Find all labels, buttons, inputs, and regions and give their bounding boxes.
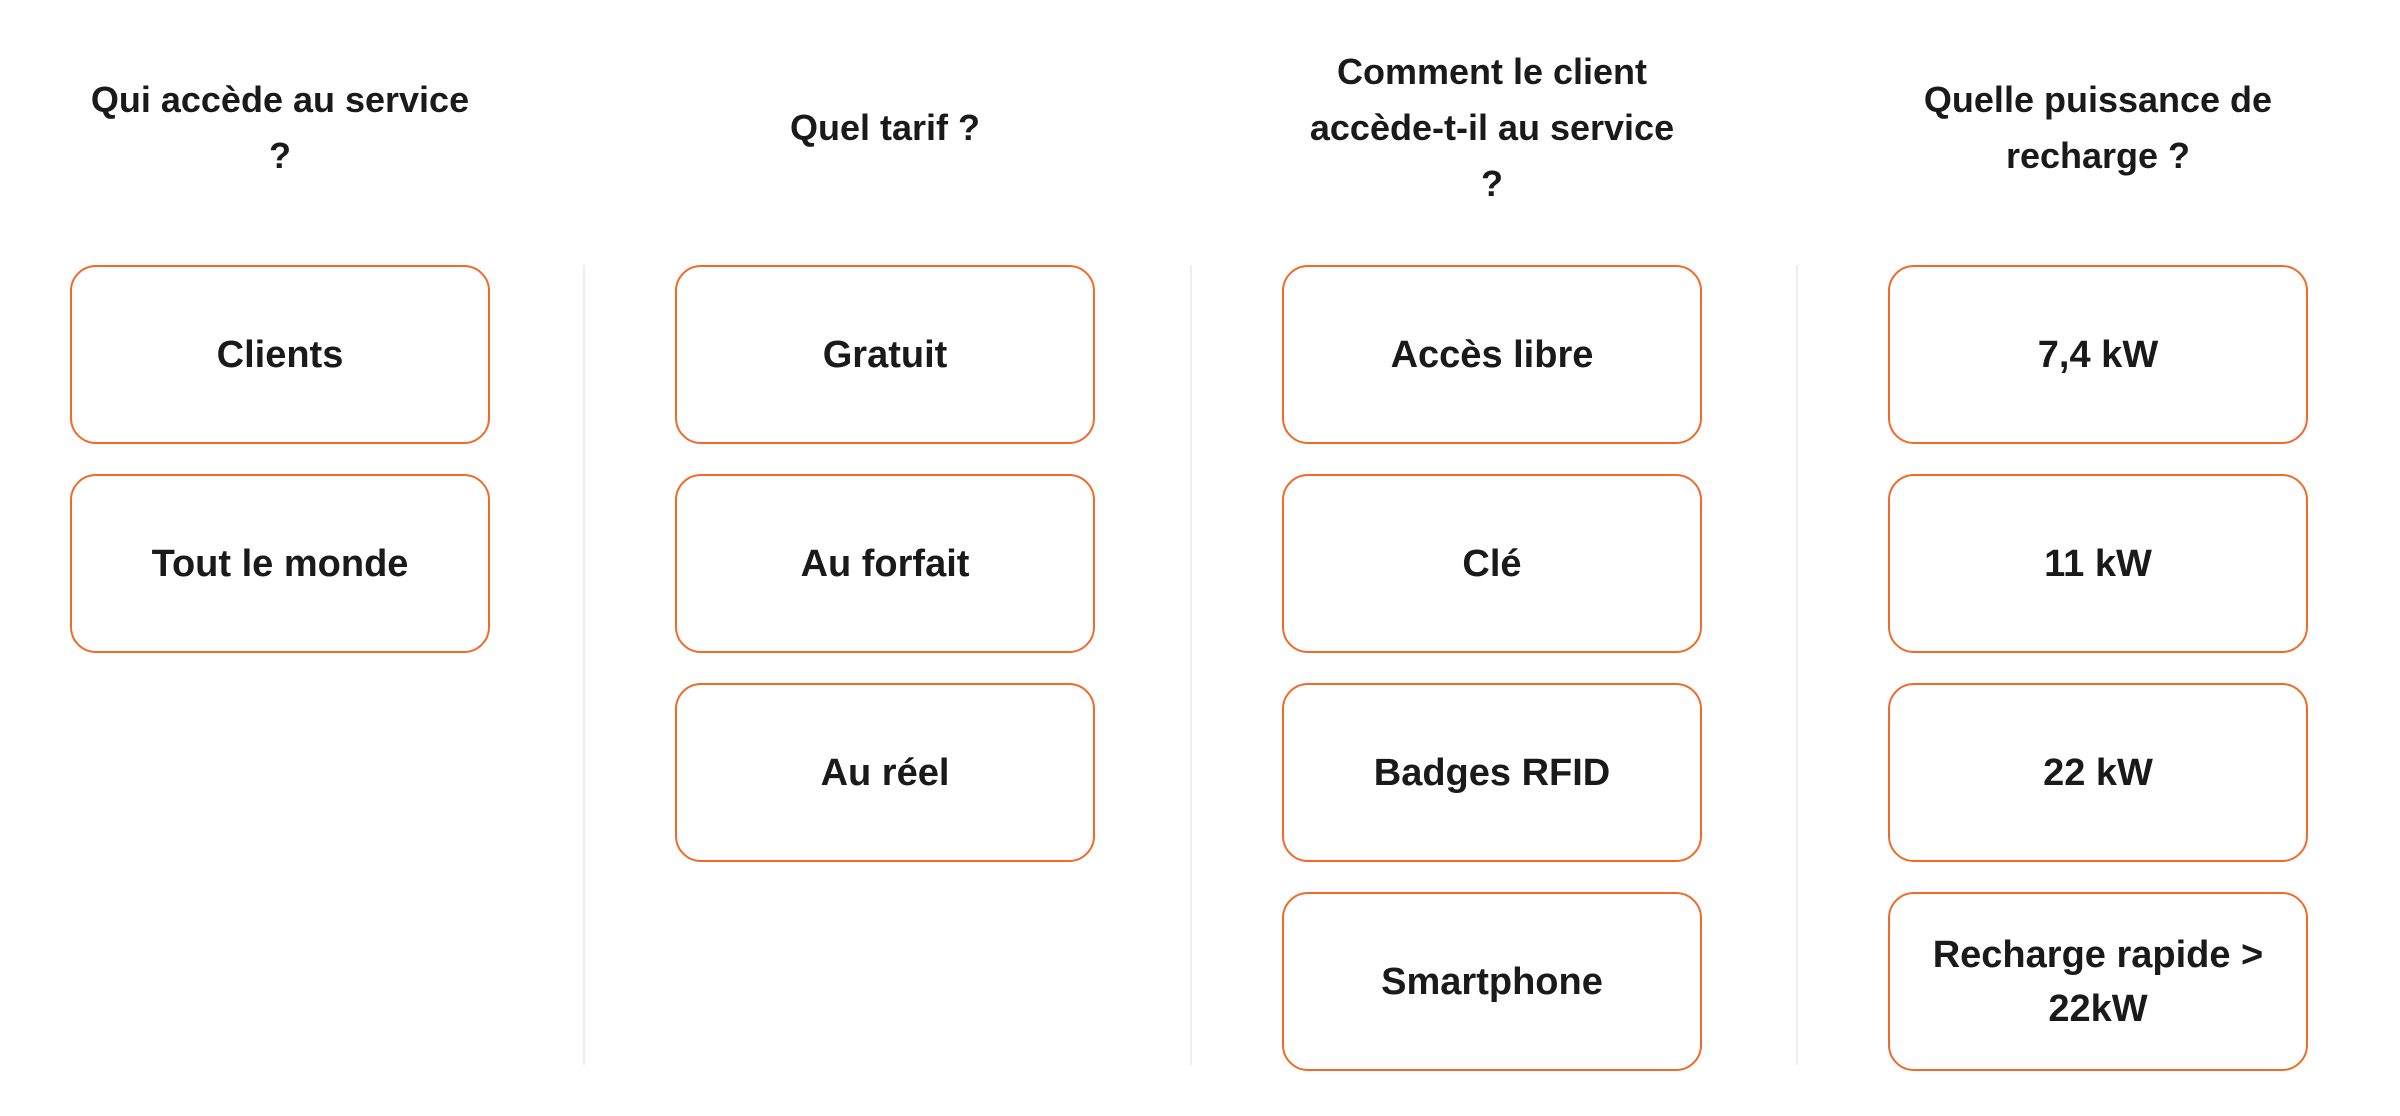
option-label: Au forfait: [800, 542, 970, 585]
option-acces-libre[interactable]: Accès libre: [1282, 265, 1702, 444]
column-title-text: Qui accède au service ?: [90, 78, 470, 176]
option-label: Badges RFID: [1373, 751, 1611, 794]
option-clients[interactable]: Clients: [70, 265, 490, 444]
column-title-text: Quelle puissance de recharge ?: [1923, 78, 2273, 176]
option-list: Clients Tout le monde: [70, 265, 490, 683]
option-label: Smartphone: [1381, 960, 1603, 1003]
column-power: Quelle puissance de recharge ? 7,4 kW 11…: [1888, 0, 2308, 1116]
option-au-reel[interactable]: Au réel: [675, 683, 1095, 862]
column-title: Quel tarif ?: [675, 45, 1095, 210]
option-list: Accès libre Clé Badges RFID Smartphone: [1282, 265, 1702, 1101]
option-11-kw[interactable]: 11 kW: [1888, 474, 2308, 653]
option-label: Gratuit: [822, 333, 948, 376]
option-au-forfait[interactable]: Au forfait: [675, 474, 1095, 653]
option-gratuit[interactable]: Gratuit: [675, 265, 1095, 444]
column-divider: [1796, 265, 1798, 1065]
option-label: Clients: [216, 333, 344, 376]
option-7-4-kw[interactable]: 7,4 kW: [1888, 265, 2308, 444]
column-access: Qui accède au service ? Clients Tout le …: [70, 0, 490, 1116]
column-title: Comment le client accède-t-il au service…: [1282, 45, 1702, 210]
option-label: 22 kW: [2043, 751, 2153, 794]
option-cle[interactable]: Clé: [1282, 474, 1702, 653]
option-recharge-rapide[interactable]: Recharge rapide > 22kW: [1888, 892, 2308, 1071]
option-tout-le-monde[interactable]: Tout le monde: [70, 474, 490, 653]
option-list: Gratuit Au forfait Au réel: [675, 265, 1095, 892]
column-title-text: Quel tarif ?: [789, 106, 981, 148]
column-divider: [583, 265, 585, 1065]
column-title: Qui accède au service ?: [70, 45, 490, 210]
option-label: Clé: [1462, 542, 1522, 585]
option-22-kw[interactable]: 22 kW: [1888, 683, 2308, 862]
option-label: 11 kW: [2044, 542, 2152, 585]
option-list: 7,4 kW 11 kW 22 kW Recharge rapide > 22k…: [1888, 265, 2308, 1101]
option-label: Recharge rapide > 22kW: [1932, 933, 2264, 1030]
column-tarif: Quel tarif ? Gratuit Au forfait Au réel: [675, 0, 1095, 1116]
column-title-text: Comment le client accède-t-il au service…: [1309, 50, 1675, 204]
option-label: Accès libre: [1390, 333, 1594, 376]
column-title: Quelle puissance de recharge ?: [1888, 45, 2308, 210]
option-label: Au réel: [820, 751, 950, 794]
column-access-method: Comment le client accède-t-il au service…: [1282, 0, 1702, 1116]
column-divider: [1190, 265, 1192, 1065]
option-badges-rfid[interactable]: Badges RFID: [1282, 683, 1702, 862]
option-label: Tout le monde: [151, 542, 409, 585]
option-label: 7,4 kW: [2037, 333, 2159, 376]
option-smartphone[interactable]: Smartphone: [1282, 892, 1702, 1071]
